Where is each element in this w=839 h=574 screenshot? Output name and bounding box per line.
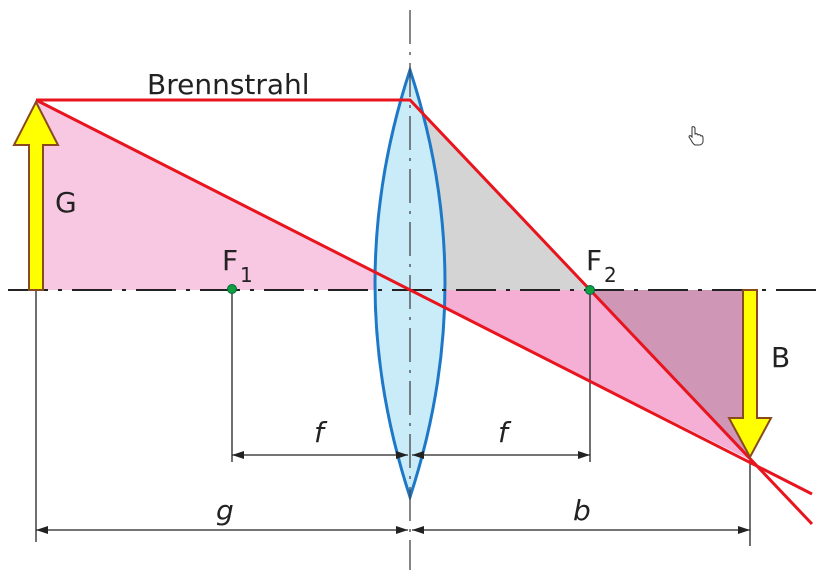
object-distance-label: g (216, 494, 234, 527)
image-label: B (771, 341, 790, 374)
central-ray (35, 98, 813, 496)
focus2-subscript: 2 (604, 263, 617, 287)
focal-length-right-label: f (498, 416, 512, 449)
focus1-label: F (222, 244, 238, 277)
focus-point-2 (585, 285, 595, 295)
image-arrow (727, 289, 773, 460)
image-distance-label: b (573, 494, 591, 527)
focal-ray (36, 98, 814, 526)
focus2-label: F (586, 244, 602, 277)
hand-pointer-icon (688, 126, 704, 146)
focus-point-1 (227, 284, 237, 294)
focus1-subscript: 1 (240, 263, 253, 287)
object-arrow (12, 99, 60, 291)
focal-ray-label: Brennstrahl (147, 68, 310, 101)
focal-length-left-label: f (314, 416, 328, 449)
object-label: G (55, 186, 77, 219)
